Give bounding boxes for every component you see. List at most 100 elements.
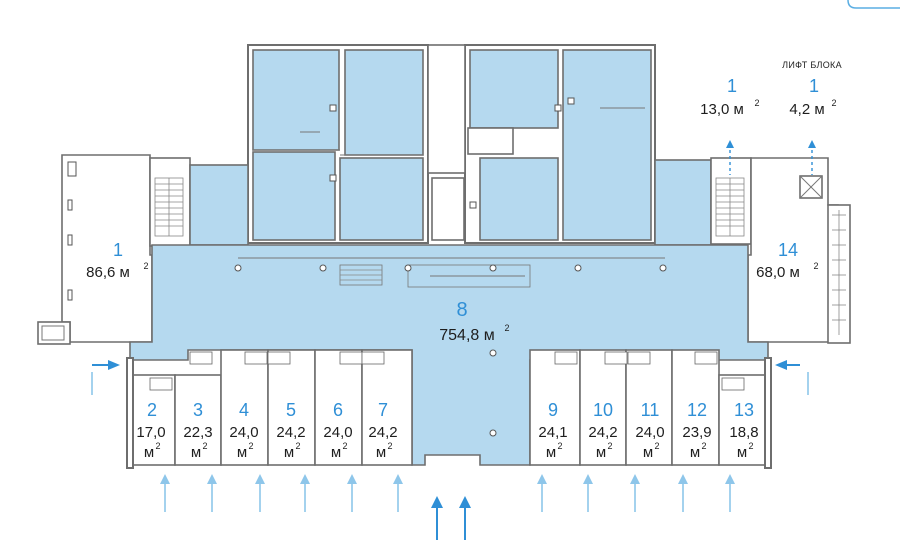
entrance-arrow-4 [255,474,265,512]
unit-number: 5 [286,400,296,420]
room-upper-5 [469,49,559,129]
hall-details [234,257,667,437]
label-unit-7: 7 24,2 м 2 [368,400,397,461]
shop-4 [220,349,269,466]
unit-area-sup: 2 [654,441,659,451]
entrance-arrows [91,140,816,540]
unit-area: 24,0 [229,424,258,441]
unit-area-unit: м [144,444,154,461]
label-unit-11: 11 24,0 м 2 [635,400,664,461]
room-upper-3 [252,151,336,241]
unit-number: 3 [193,400,203,420]
label-unit-5: 5 24,2 м 2 [276,400,305,461]
shop-9 [529,349,581,466]
unit-number: 2 [147,400,157,420]
right-wing [654,157,851,344]
label-unit-12: 12 23,9 м 2 [682,400,711,461]
entrance-arrow-11 [630,474,640,512]
shop-3 [174,374,222,466]
lift-access-dash [808,140,816,175]
unit-area: 24,2 [276,424,305,441]
label-unit-3: 3 22,3 м 2 [183,400,212,461]
unit-wc-blocks [149,351,745,391]
unit-number: 4 [239,400,249,420]
label-unit-2: 2 17,0 м 2 [136,400,165,461]
unit-area-sup: 2 [143,261,148,271]
unit-number: 11 [641,400,660,420]
label-unit-10: 10 24,2 м 2 [588,400,617,461]
entrance-arrow-2 [160,474,170,512]
unit-number: 10 [593,400,613,420]
entrance-arrow-10 [583,474,593,512]
left-stair-treads [155,178,183,236]
unit-area-sup: 2 [607,441,612,451]
label-unit-1-lift: 1 4,2 м 2 [789,76,836,118]
shop-units [126,349,772,469]
shop-6 [314,349,363,466]
label-unit-4: 4 24,0 м 2 [229,400,258,461]
unit-number: 12 [687,400,707,420]
right-wing-stair [832,210,846,335]
room-upper-6 [562,49,652,241]
unit-area-sup: 2 [813,261,818,271]
unit-area: 24,1 [538,424,567,441]
unit-number: 1 [809,76,819,96]
unit-number: 13 [734,400,754,420]
unit-area: 24,2 [368,424,397,441]
unit-area-sup: 2 [342,441,347,451]
entrance-arrow-3 [207,474,217,512]
unit-area: 17,0 [136,424,165,441]
upper-block [247,44,656,244]
side-entrance-arrow-left [91,360,120,395]
unit-area-sup: 2 [387,441,392,451]
unit-area-unit: м [737,444,747,461]
central-core [427,44,466,174]
core-wc [431,177,465,241]
entrance-arrow-9 [537,474,547,512]
unit-area-unit: м [376,444,386,461]
unit-area: 23,9 [682,424,711,441]
core-shaft [467,127,514,155]
shop-11 [625,349,673,466]
corner-badge-fragment [847,0,900,9]
unit-area-unit: м [237,444,247,461]
entrance-arrow-7 [393,474,403,512]
main-entrance-arrow-left [431,496,443,540]
label-unit-8: 8 754,8 м 2 [439,299,509,344]
label-unit-1-stair: 1 13,0 м 2 [700,76,759,118]
right-link-room [654,159,712,246]
lift-label: ЛИФТ БЛОКА [782,60,842,70]
unit-area-sup: 2 [504,323,509,333]
entrance-arrow-6 [347,474,357,512]
unit-area: 24,0 [635,424,664,441]
unit-number: 1 [113,240,123,260]
unit-area-sup: 2 [701,441,706,451]
unit-area-unit: м [643,444,653,461]
unit-number: 7 [378,400,388,420]
unit-area: 24,2 [588,424,617,441]
unit-area: 4,2 м [789,101,824,118]
label-unit-13: 13 18,8 м 2 [729,400,758,461]
unit-area-sup: 2 [831,98,836,108]
unit-area: 22,3 [183,424,212,441]
unit-number: 6 [333,400,343,420]
label-unit-1-left: 1 86,6 м 2 [86,240,148,281]
right-stair-treads [716,178,744,236]
unit-area: 68,0 м [756,264,800,281]
unit-area: 754,8 м [439,327,494,344]
side-entrance-arrow-right [775,360,809,395]
unit-number: 9 [548,400,558,420]
unit-area-unit: м [596,444,606,461]
unit-area: 24,0 [323,424,352,441]
left-link-room [189,164,249,246]
main-entrance-arrow-right [459,496,471,540]
room-upper-7 [479,157,559,241]
unit-area-sup: 2 [754,98,759,108]
unit-area-sup: 2 [248,441,253,451]
entrance-arrow-13 [725,474,735,512]
room-upper-1 [252,49,340,151]
entrance-arrow-12 [678,474,688,512]
unit-area-sup: 2 [557,441,562,451]
stair-access-dash [726,140,734,175]
